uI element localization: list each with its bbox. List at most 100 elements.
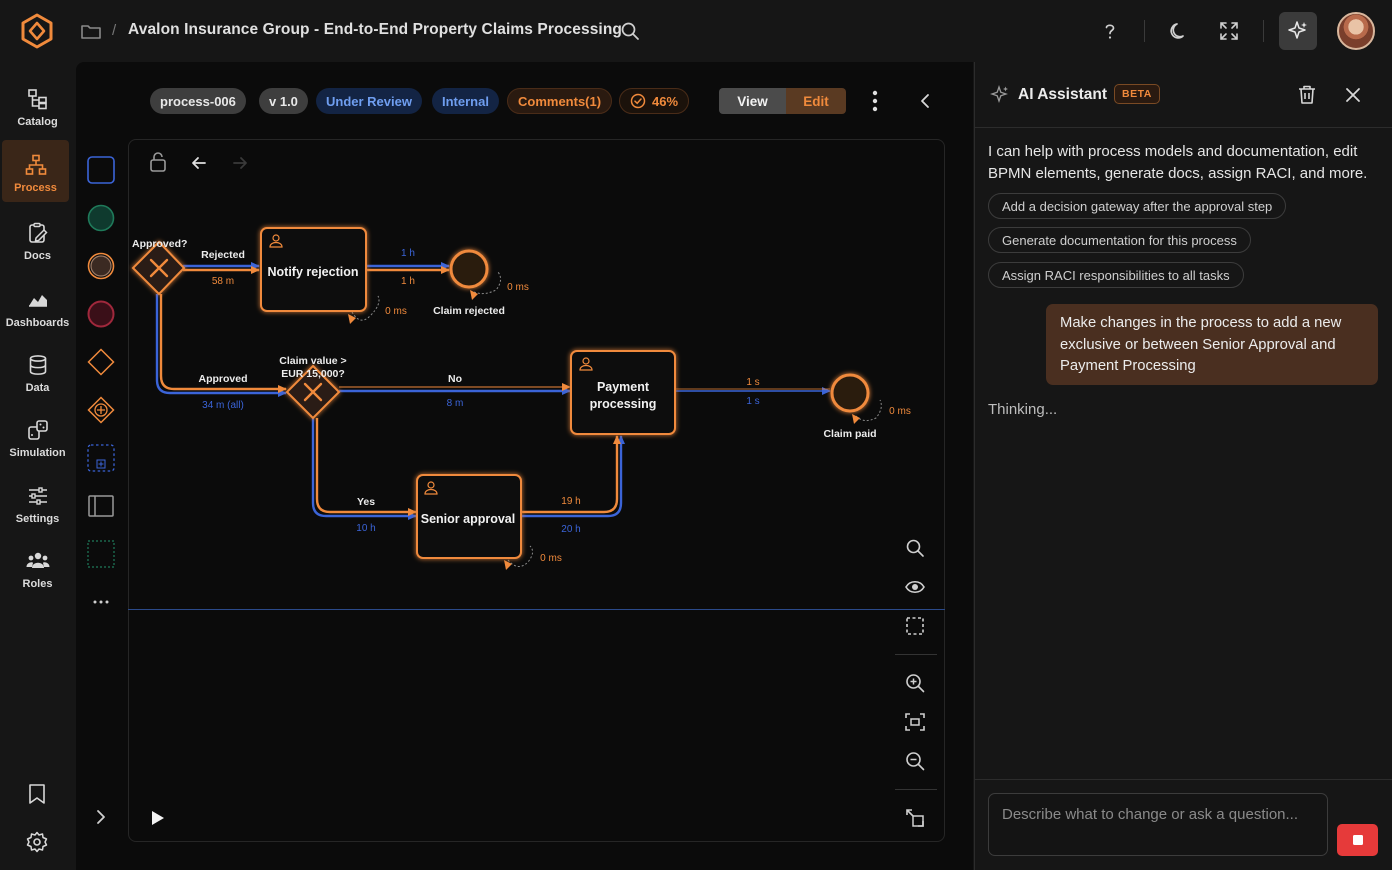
app-logo-icon[interactable] [18,12,56,50]
suggestion-chip[interactable]: Assign RACI responsibilities to all task… [988,262,1244,288]
flow-no-label: No [448,373,462,385]
search-icon[interactable] [904,537,926,559]
roles-icon [26,552,49,568]
sidebar-item-roles[interactable]: Roles [0,534,75,598]
close-icon[interactable] [1343,85,1363,105]
divider [975,779,1392,780]
sidebar-item-label: Roles [22,578,53,590]
gear-icon[interactable] [26,831,48,853]
selection-icon[interactable] [904,615,926,637]
flow-approved-label: Approved [198,373,247,385]
divider [975,127,1392,128]
ai-chat-input[interactable] [988,793,1328,856]
payment-to-end-time-bottom: 1 s [746,396,759,407]
sidebar-item-label: Dashboards [5,317,70,329]
chevron-right-icon[interactable] [91,807,111,827]
wait-paid-time: 0 ms [889,406,911,417]
end-event-rejected-label: Claim rejected [433,305,505,317]
fit-to-screen-icon[interactable] [904,711,926,733]
flow-yes-label: Yes [357,496,375,508]
senior-to-payment-time-bottom: 20 h [561,524,580,535]
divider [895,789,937,790]
comments-button[interactable]: Comments(1) [507,88,613,114]
ai-assistant-panel [974,62,1392,870]
user-avatar[interactable] [1337,12,1375,50]
palette-group-icon[interactable] [87,540,115,568]
more-tools-icon[interactable] [91,592,111,612]
sidebar-item-label: Settings [15,513,60,525]
trash-icon[interactable] [1297,84,1317,105]
palette-intermediate-event-icon[interactable] [87,252,115,280]
gateway-claim-value-label-1: Claim value > [279,355,346,367]
suggestion-chip[interactable]: Add a decision gateway after the approva… [988,193,1287,219]
flow-rejected-time: 58 m [212,276,234,287]
thinking-indicator: Thinking... [988,401,1058,418]
progress-badge[interactable]: 46% [619,88,690,114]
check-circle-icon [630,93,646,109]
senior-to-payment-time-top: 19 h [561,496,580,507]
progress-value: 46% [652,93,679,109]
gateway-approved-label: Approved? [132,238,187,250]
visibility-badge[interactable]: Internal [432,88,499,114]
sidebar-item-catalog[interactable]: Catalog [0,72,75,136]
stop-generation-button[interactable] [1337,824,1378,856]
sidebar-item-data[interactable]: Data [0,338,75,402]
sidebar-item-process[interactable]: Process [2,140,69,202]
expand-icon[interactable] [904,807,926,829]
chevron-left-icon[interactable] [915,91,935,111]
gateway-claim-value-label-2: EUR 15,000? [281,368,345,380]
palette-gateway-icon[interactable] [87,348,115,376]
palette-end-event-icon[interactable] [87,300,115,328]
undo-arrow-icon[interactable] [189,153,209,173]
help-icon[interactable] [1099,20,1121,42]
ai-intro-message: I can help with process models and docum… [988,143,1368,182]
sidebar-item-simulation[interactable]: Simulation [0,403,75,467]
lock-icon[interactable] [148,151,168,173]
notify-to-end-time-top: 1 h [401,248,415,259]
beta-badge: BETA [1114,84,1160,104]
canvas-divider [128,609,945,610]
sparkle-icon [1288,21,1307,39]
bpmn-diagram[interactable]: Approved? Claim value > EUR 15,000? Reje… [128,139,945,609]
fullscreen-icon[interactable] [1218,20,1240,42]
play-icon[interactable] [146,807,168,829]
palette-subprocess-icon[interactable] [87,444,115,472]
flow-yes-time: 10 h [356,523,375,534]
divider [1144,20,1145,42]
zoom-in-icon[interactable] [904,672,926,694]
eye-icon[interactable] [904,576,926,598]
more-options-icon[interactable] [866,89,884,113]
search-icon[interactable] [620,21,640,41]
user-message-bubble: Make changes in the process to add a new… [1046,304,1378,385]
page-title[interactable]: Avalon Insurance Group - End-to-End Prop… [128,21,622,38]
stop-icon [1352,835,1363,845]
sidebar-item-docs[interactable]: Docs [0,206,75,270]
folder-icon[interactable] [80,20,102,42]
moon-icon[interactable] [1168,20,1190,42]
simulation-icon [27,420,48,440]
suggestion-chip[interactable]: Generate documentation for this process [988,227,1251,253]
palette-parallel-gateway-icon[interactable] [87,396,115,424]
bookmark-icon[interactable] [26,783,48,805]
catalog-icon [27,89,47,110]
sidebar-item-settings[interactable]: Settings [0,469,75,533]
zoom-out-icon[interactable] [904,750,926,772]
status-badge[interactable]: Under Review [316,88,422,114]
view-edit-toggle: View Edit [719,88,846,114]
palette-pool-icon[interactable] [87,492,115,520]
palette-start-event-icon[interactable] [87,204,115,232]
view-button[interactable]: View [719,88,786,114]
sidebar-item-label: Catalog [17,116,58,128]
redo-arrow-icon [233,157,247,169]
palette-task-icon[interactable] [87,156,115,184]
ai-assistant-button[interactable] [1279,12,1317,50]
flow-approved-time: 34 m (all) [202,400,244,411]
sidebar-item-label: Simulation [9,447,66,459]
payment-to-end-time-top: 1 s [746,377,759,388]
version-badge: v 1.0 [259,88,308,114]
ai-panel-title: AI Assistant [1018,86,1108,103]
sidebar-item-label: Docs [24,250,51,262]
edit-button[interactable]: Edit [786,88,846,114]
sidebar-item-dashboards[interactable]: Dashboards [0,273,75,337]
wait-senior-time: 0 ms [540,553,562,564]
